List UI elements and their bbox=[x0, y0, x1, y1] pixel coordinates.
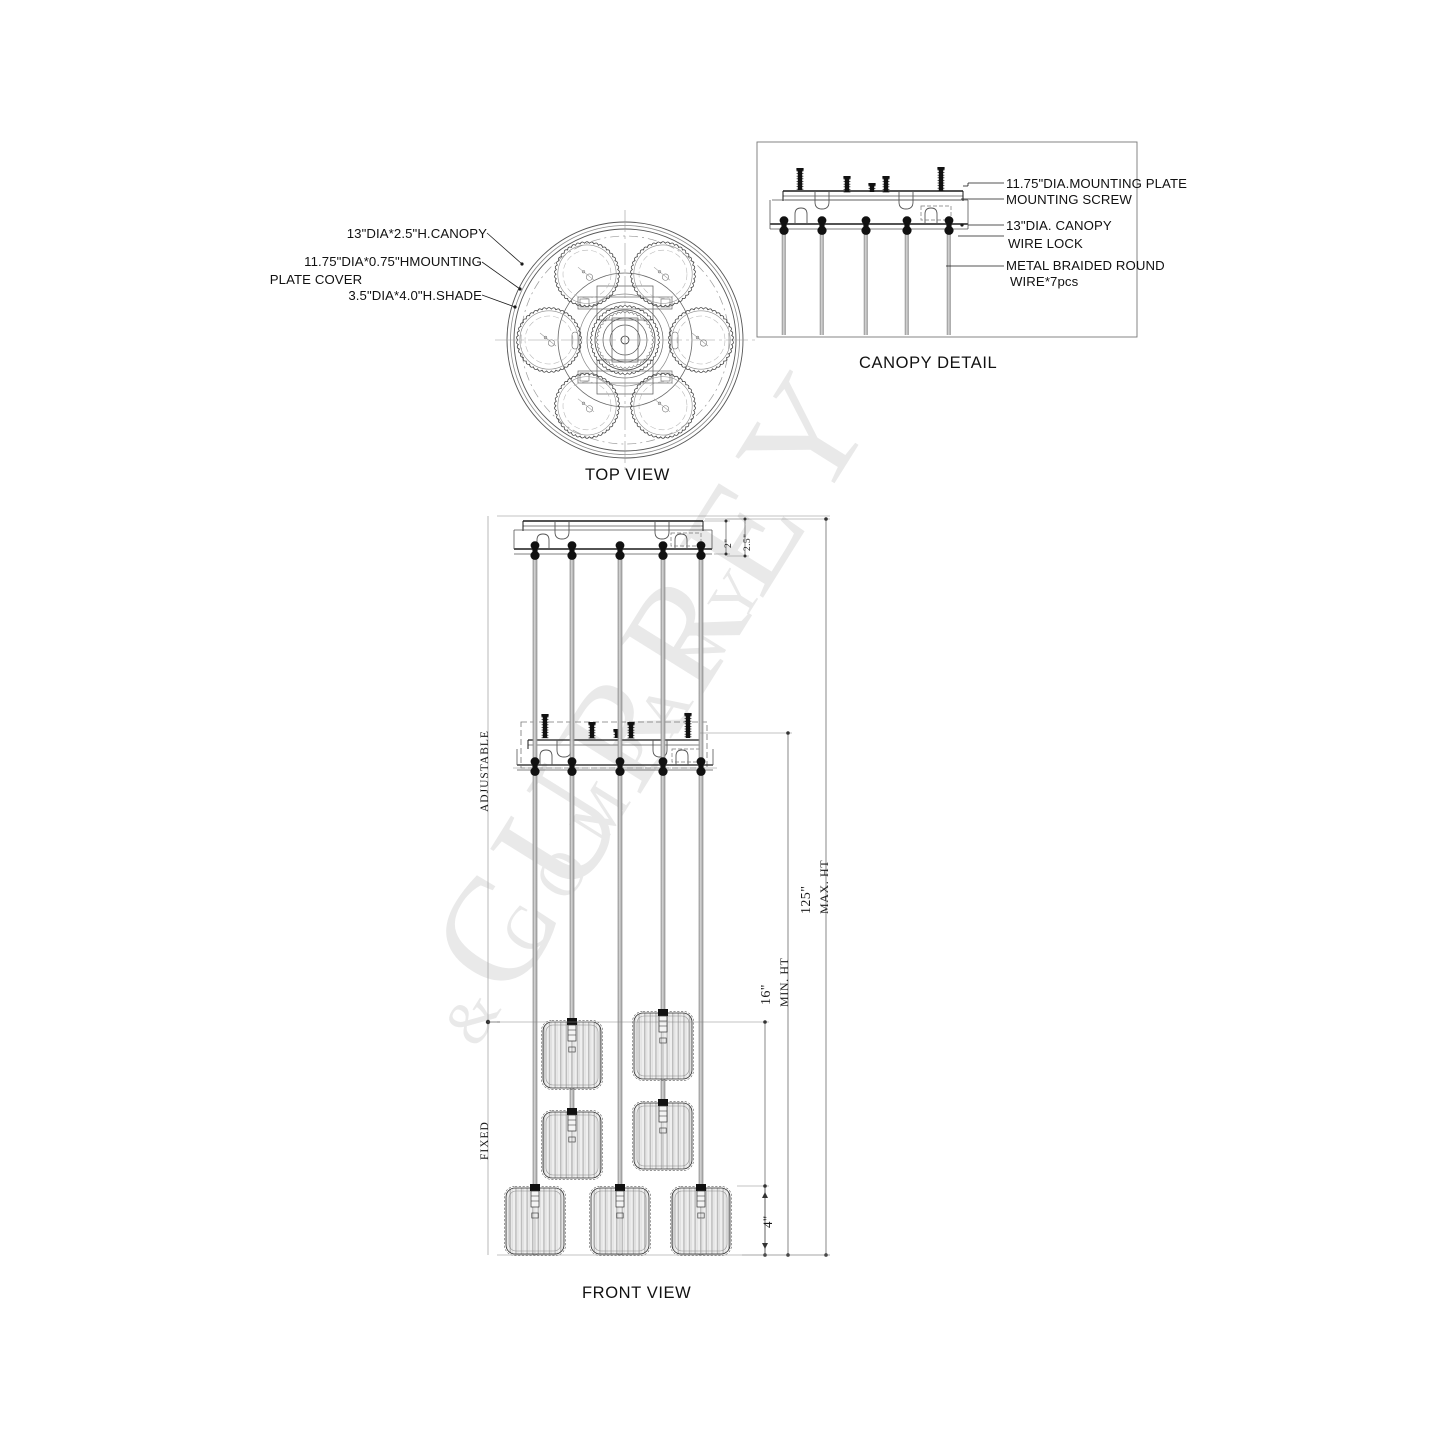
mounting-screw-icon bbox=[796, 168, 804, 190]
mounting-screw-icon bbox=[627, 722, 635, 739]
wire-lock-icon bbox=[817, 216, 827, 235]
top-view-shade bbox=[630, 241, 696, 308]
mounting-screw-icon bbox=[684, 713, 692, 738]
top-view-shade bbox=[554, 241, 620, 308]
callout-braided-wire: METAL BRAIDED ROUND bbox=[1006, 258, 1165, 273]
callout-mounting-plate: 11.75"DIA.MOUNTING PLATE bbox=[1006, 176, 1188, 191]
wire-lock-icon bbox=[658, 541, 668, 560]
canopy-detail-title: CANOPY DETAIL bbox=[859, 354, 998, 372]
top-view-shade bbox=[630, 372, 696, 439]
dim-max-height-value: 125" bbox=[799, 885, 814, 914]
callout-canopy: 13"DIA*2.5"H.CANOPY bbox=[346, 226, 487, 241]
mounting-screw-icon bbox=[843, 176, 851, 193]
mounting-screw-icon bbox=[541, 714, 549, 739]
top-view-shade bbox=[516, 307, 582, 373]
wire-lock-icon bbox=[615, 757, 625, 776]
top-view-shade bbox=[554, 372, 620, 439]
shade bbox=[632, 1009, 694, 1081]
wire-lock-icon bbox=[696, 541, 706, 560]
top-view-title: TOP VIEW bbox=[585, 466, 670, 484]
wire-lock-icon bbox=[567, 757, 577, 776]
label-adjustable: ADJUSTABLE bbox=[479, 730, 491, 812]
dim-shade-height: 4" bbox=[760, 1215, 775, 1228]
dim-canopy-height: 2.5" bbox=[743, 533, 753, 551]
dim-max-height-label: MAX. HT bbox=[817, 859, 831, 914]
dim-min-height-label: MIN. HT bbox=[777, 957, 791, 1007]
wire-lock-icon bbox=[567, 541, 577, 560]
callout-mounting-plate-cover: 11.75"DIA*0.75"HMOUNTING bbox=[304, 254, 482, 269]
top-view-geometry bbox=[495, 210, 755, 470]
front-view-title: FRONT VIEW bbox=[582, 1284, 692, 1302]
callout-mounting-screw: MOUNTING SCREW bbox=[1006, 192, 1132, 207]
callout-wire-lock: WIRE LOCK bbox=[1008, 236, 1083, 251]
canopy-detail-geometry bbox=[756, 141, 1138, 338]
shade bbox=[670, 1184, 732, 1256]
wire-lock-icon bbox=[779, 216, 789, 235]
wire-lock-icon bbox=[696, 757, 706, 776]
callout-shade: 3.5"DIA*4.0"H.SHADE bbox=[348, 288, 482, 303]
front-view-geometry bbox=[485, 515, 830, 1257]
callout-braided-wire-line2: WIRE*7pcs bbox=[1010, 274, 1079, 289]
dim-min-height-value: 16" bbox=[759, 984, 774, 1005]
dim-canopy-height-inner: 2" bbox=[724, 538, 734, 548]
top-view-shade bbox=[668, 307, 734, 373]
shade bbox=[504, 1184, 566, 1256]
wire-lock-icon bbox=[530, 757, 540, 776]
shade bbox=[589, 1184, 651, 1256]
mounting-screw-icon bbox=[868, 183, 876, 192]
label-fixed: FIXED bbox=[479, 1121, 491, 1160]
wire-lock-icon bbox=[944, 216, 954, 235]
callout-canopy-dia: 13"DIA. CANOPY bbox=[1006, 218, 1112, 233]
mounting-screw-icon bbox=[882, 176, 890, 193]
wire-lock-icon bbox=[615, 541, 625, 560]
wire-lock-icon bbox=[658, 757, 668, 776]
shade bbox=[541, 1108, 603, 1180]
mounting-screw-icon bbox=[937, 167, 945, 192]
callout-plate-cover-line2: PLATE COVER bbox=[269, 272, 363, 287]
mounting-screw-icon bbox=[588, 722, 596, 739]
shade bbox=[541, 1018, 603, 1090]
wire-lock-icon bbox=[861, 216, 871, 235]
wire-lock-icon bbox=[902, 216, 912, 235]
shade bbox=[632, 1099, 694, 1171]
wire-lock-icon bbox=[530, 541, 540, 560]
